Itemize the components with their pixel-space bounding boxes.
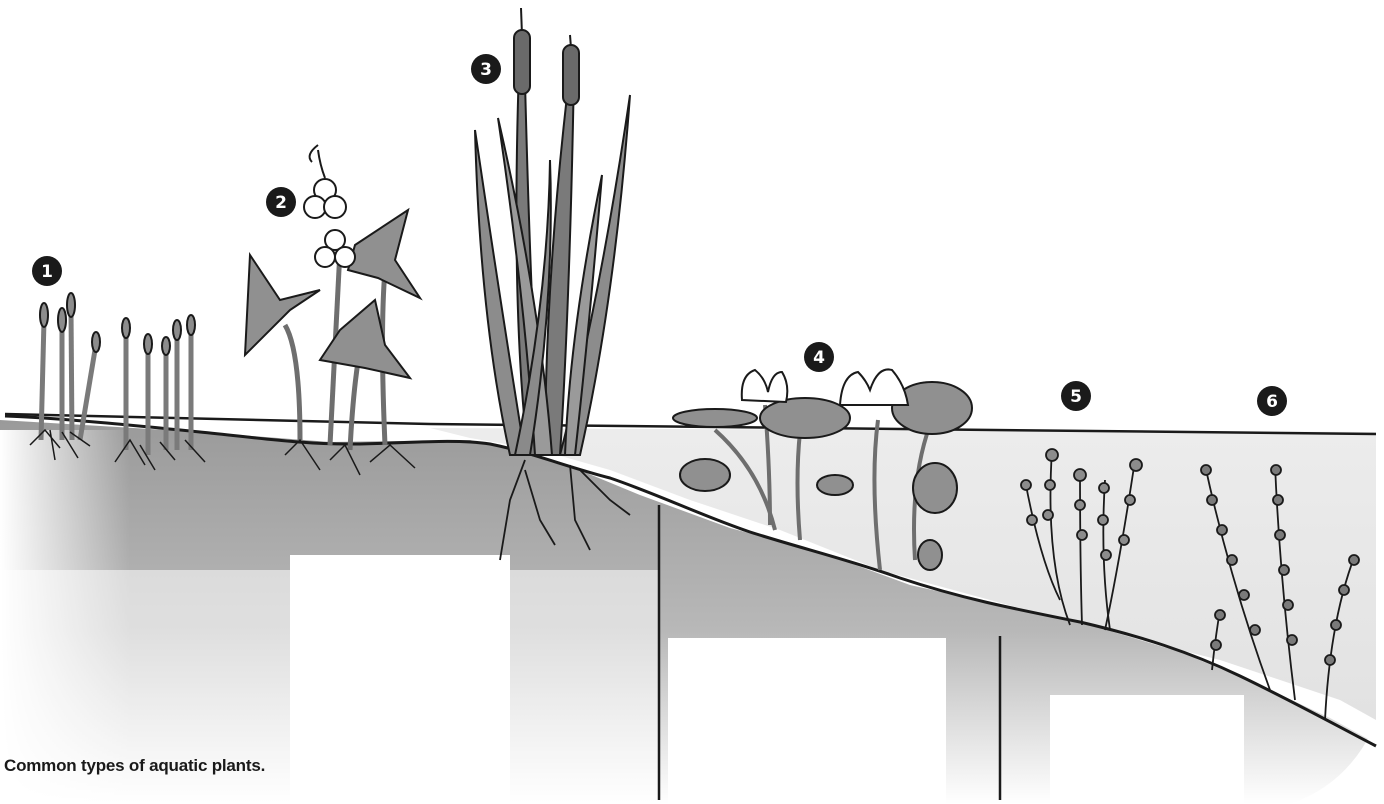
marker-4-label: 4 [813,348,825,368]
blank-block-4 [1050,695,1244,804]
marker-4: 4 [804,342,834,372]
marker-2-label: 2 [275,193,287,213]
marker-5-label: 5 [1070,387,1082,407]
marker-2: 2 [266,187,296,217]
marker-5: 5 [1061,381,1091,411]
marker-3-label: 3 [480,60,492,80]
marker-6-label: 6 [1266,392,1278,412]
figure-caption: Common types of aquatic plants. [4,756,265,776]
marker-1-label: 1 [41,262,53,282]
marker-3: 3 [471,54,501,84]
marker-6: 6 [1257,386,1287,416]
blank-block-3 [668,638,946,804]
marker-1: 1 [32,256,62,286]
